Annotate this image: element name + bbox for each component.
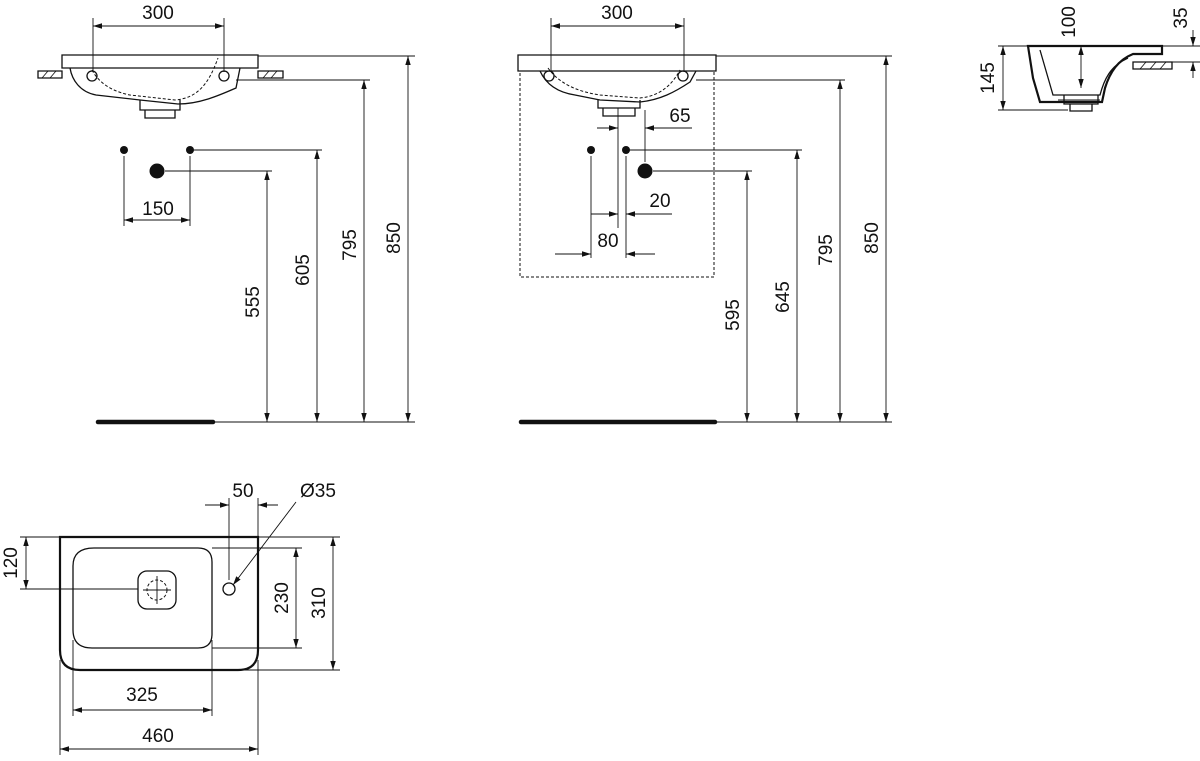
dim-100: 100 xyxy=(1059,6,1080,38)
waste-point-b xyxy=(637,163,653,179)
dim-310: 310 xyxy=(309,587,330,619)
dim-dia-35: Ø35 xyxy=(300,481,336,502)
supply-point-left-a xyxy=(120,146,128,154)
dim-145: 145 xyxy=(978,62,999,94)
basin-front-b xyxy=(517,54,717,117)
dim-150: 150 xyxy=(142,199,174,220)
dim-300-a: 300 xyxy=(142,3,174,24)
dim-555: 555 xyxy=(243,286,264,318)
dim-80: 80 xyxy=(597,231,618,252)
front-view-b: 300 65 20 80 595 645 795 850 xyxy=(517,3,892,425)
dim-20: 20 xyxy=(649,191,670,212)
dim-460: 460 xyxy=(142,726,174,747)
side-view: 100 145 35 xyxy=(978,6,1200,112)
waste-point-a xyxy=(149,163,165,179)
dim-645: 645 xyxy=(773,281,794,313)
dim-50: 50 xyxy=(232,481,253,502)
bowl-top-outline xyxy=(72,547,213,649)
dim-120: 120 xyxy=(1,547,22,579)
dim-595: 595 xyxy=(723,299,744,331)
dim-230: 230 xyxy=(272,582,293,614)
top-view: 50 Ø35 120 230 310 325 460 xyxy=(1,481,340,755)
dim-850-a: 850 xyxy=(384,222,405,254)
dim-795-b: 795 xyxy=(816,234,837,266)
basin-front-a xyxy=(37,54,284,119)
cabinet-outline xyxy=(519,70,715,278)
dim-325: 325 xyxy=(126,685,158,706)
front-view-a: 300 150 555 605 795 850 xyxy=(37,3,415,425)
basin-top-outline xyxy=(58,535,260,672)
dim-35: 35 xyxy=(1171,7,1192,28)
dim-65: 65 xyxy=(669,106,690,127)
basin-side xyxy=(1026,44,1173,112)
supply-point-left-b xyxy=(587,146,595,154)
tap-hole xyxy=(222,582,236,596)
dim-850-b: 850 xyxy=(862,222,883,254)
dim-300-b: 300 xyxy=(601,3,633,24)
dim-605: 605 xyxy=(293,254,314,286)
dim-795-a: 795 xyxy=(340,229,361,261)
drain-outline xyxy=(137,570,177,610)
